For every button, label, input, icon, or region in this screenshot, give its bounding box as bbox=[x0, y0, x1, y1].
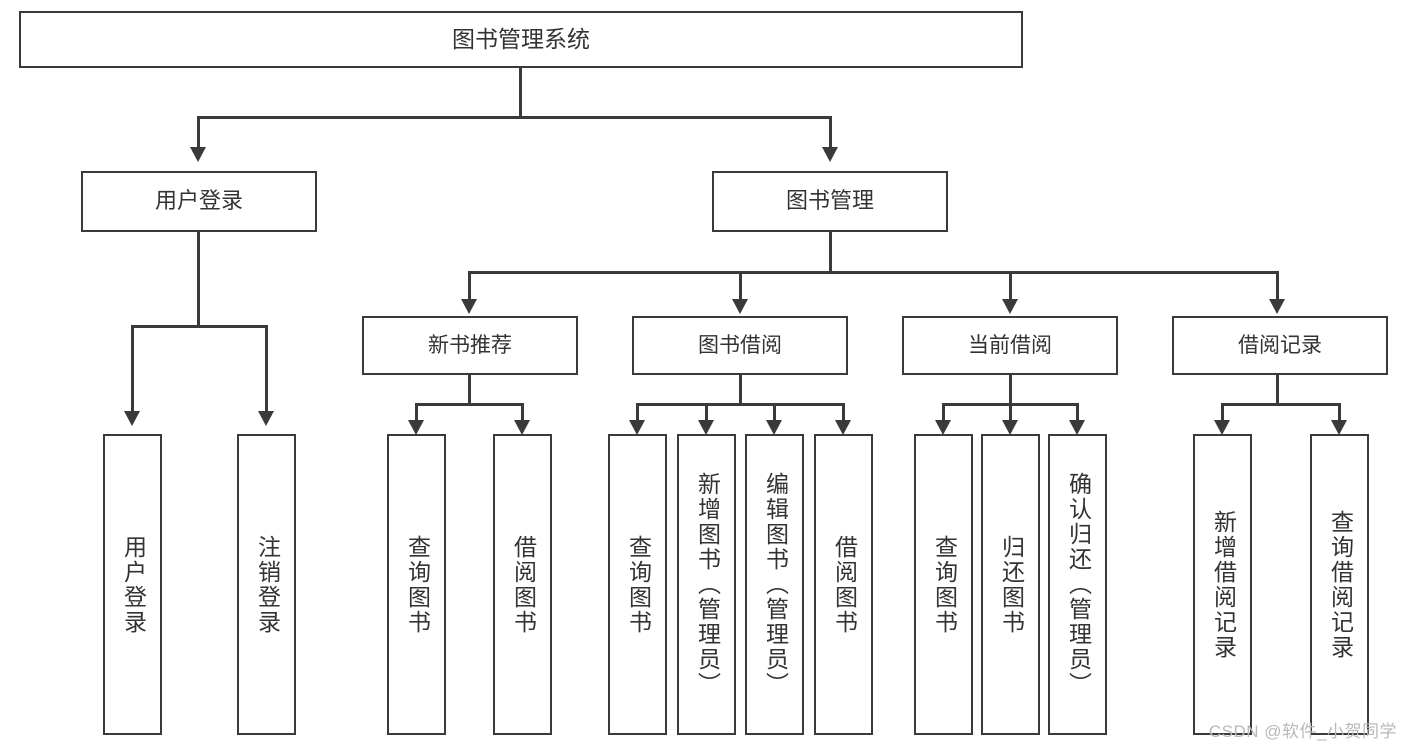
connector-cb-to-leaf-3 bbox=[1076, 403, 1079, 421]
connector-user-login-bar bbox=[131, 325, 267, 328]
leaf-current-borrow-query-book[interactable]: 查询图书 bbox=[914, 434, 973, 735]
node-borrow-record[interactable]: 借阅记录 bbox=[1172, 316, 1388, 375]
connector-bb-to-leaf-2 bbox=[705, 403, 708, 421]
connector-bm-to-current-borrow bbox=[1009, 271, 1012, 300]
arrow-bb-to-leaf-3 bbox=[766, 420, 782, 435]
node-root-book-management-system[interactable]: 图书管理系统 bbox=[19, 11, 1023, 68]
connector-bm-to-new-book bbox=[468, 271, 471, 300]
leaf-new-book-borrow-book[interactable]: 借阅图书 bbox=[493, 434, 552, 735]
node-book-management[interactable]: 图书管理 bbox=[712, 171, 948, 232]
arrow-root-to-book-management bbox=[822, 147, 838, 162]
arrow-cb-to-leaf-1 bbox=[935, 420, 951, 435]
connector-bb-to-leaf-4 bbox=[842, 403, 845, 421]
arrow-bb-to-leaf-4 bbox=[835, 420, 851, 435]
connector-user-login-stem bbox=[197, 232, 200, 327]
connector-bm-to-borrow-record bbox=[1276, 271, 1279, 300]
arrow-root-to-user-login bbox=[190, 147, 206, 162]
arrow-bm-to-borrow-record bbox=[1269, 299, 1285, 314]
arrow-cb-to-leaf-3 bbox=[1069, 420, 1085, 435]
leaf-borrow-record-add-record[interactable]: 新增借阅记录 bbox=[1193, 434, 1252, 735]
arrow-cb-to-leaf-2 bbox=[1002, 420, 1018, 435]
connector-bb-to-leaf-1 bbox=[636, 403, 639, 421]
connector-user-login-to-leaf-2 bbox=[265, 325, 268, 412]
leaf-borrow-record-query-record[interactable]: 查询借阅记录 bbox=[1310, 434, 1369, 735]
leaf-book-borrow-edit-book-admin[interactable]: 编辑图书（管理员） bbox=[745, 434, 804, 735]
arrow-br-to-leaf-1 bbox=[1214, 420, 1230, 435]
leaf-book-borrow-borrow-book[interactable]: 借阅图书 bbox=[814, 434, 873, 735]
leaf-new-book-query-book[interactable]: 查询图书 bbox=[387, 434, 446, 735]
node-book-borrow[interactable]: 图书借阅 bbox=[632, 316, 848, 375]
arrow-new-book-to-leaf-2 bbox=[514, 420, 530, 435]
connector-borrow-record-bar bbox=[1221, 403, 1341, 406]
connector-book-borrow-bar bbox=[636, 403, 845, 406]
connector-root-to-book-management bbox=[829, 116, 832, 148]
node-user-login[interactable]: 用户登录 bbox=[81, 171, 317, 232]
arrow-bm-to-current-borrow bbox=[1002, 299, 1018, 314]
arrow-br-to-leaf-2 bbox=[1331, 420, 1347, 435]
arrow-bb-to-leaf-2 bbox=[698, 420, 714, 435]
connector-br-to-leaf-1 bbox=[1221, 403, 1224, 421]
connector-bb-to-leaf-3 bbox=[773, 403, 776, 421]
connector-new-book-stem bbox=[468, 375, 471, 405]
connector-book-borrow-stem bbox=[739, 375, 742, 405]
connector-new-book-to-leaf-2 bbox=[521, 403, 524, 421]
connector-root-bar bbox=[198, 116, 832, 119]
connector-bm-to-book-borrow bbox=[739, 271, 742, 300]
arrow-bm-to-book-borrow bbox=[732, 299, 748, 314]
connector-book-management-bar bbox=[468, 271, 1279, 274]
leaf-user-login-logout[interactable]: 注销登录 bbox=[237, 434, 296, 735]
leaf-current-borrow-return-book[interactable]: 归还图书 bbox=[981, 434, 1040, 735]
connector-new-book-bar bbox=[415, 403, 523, 406]
connector-new-book-to-leaf-1 bbox=[415, 403, 418, 421]
arrow-bm-to-new-book bbox=[461, 299, 477, 314]
leaf-book-borrow-query-book[interactable]: 查询图书 bbox=[608, 434, 667, 735]
node-current-borrow[interactable]: 当前借阅 bbox=[902, 316, 1118, 375]
connector-cb-to-leaf-1 bbox=[942, 403, 945, 421]
connector-root-to-user-login bbox=[197, 116, 200, 148]
connector-root-stem bbox=[519, 68, 522, 117]
connector-current-borrow-stem bbox=[1009, 375, 1012, 405]
connector-cb-to-leaf-2 bbox=[1009, 403, 1012, 421]
arrow-bb-to-leaf-1 bbox=[629, 420, 645, 435]
leaf-user-login-login[interactable]: 用户登录 bbox=[103, 434, 162, 735]
arrow-new-book-to-leaf-1 bbox=[408, 420, 424, 435]
connector-book-management-stem bbox=[829, 232, 832, 273]
arrow-user-login-to-leaf-1 bbox=[124, 411, 140, 426]
connector-borrow-record-stem bbox=[1276, 375, 1279, 405]
leaf-current-borrow-confirm-return-admin[interactable]: 确认归还（管理员） bbox=[1048, 434, 1107, 735]
connector-br-to-leaf-2 bbox=[1338, 403, 1341, 421]
arrow-user-login-to-leaf-2 bbox=[258, 411, 274, 426]
leaf-book-borrow-add-book-admin[interactable]: 新增图书（管理员） bbox=[677, 434, 736, 735]
node-new-book-recommend[interactable]: 新书推荐 bbox=[362, 316, 578, 375]
connector-user-login-to-leaf-1 bbox=[131, 325, 134, 412]
